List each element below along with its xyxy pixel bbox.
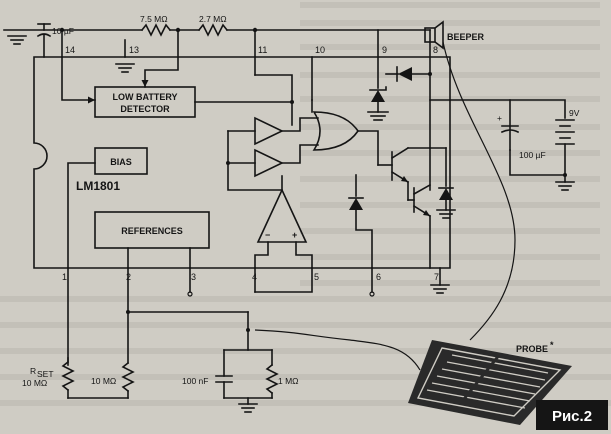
ic-outline — [33, 56, 451, 269]
cap-100uf-label: 100 µF — [519, 150, 546, 160]
beeper: BEEPER — [424, 20, 485, 50]
pin-9-label: 9 — [382, 45, 387, 55]
rset-subscript: SET — [37, 369, 54, 379]
resistor-1m-label: 1 MΩ — [278, 376, 299, 386]
output-stage: 9 8 — [348, 29, 456, 269]
pin-6-label: 6 — [376, 272, 381, 282]
or-gate — [311, 99, 379, 166]
probe-asterisk: * — [550, 340, 554, 350]
beeper-label: BEEPER — [447, 32, 485, 42]
low-battery-detector-block: LOW BATTERY DETECTOR — [61, 29, 294, 126]
pin-5-label: 5 — [314, 272, 319, 282]
bias-block: BIAS LM1801 — [67, 147, 148, 269]
chip-name: LM1801 — [76, 179, 120, 193]
pin-11-label: 11 — [258, 45, 267, 55]
references-block: REFERENCES — [94, 211, 210, 269]
battery-label: 9V — [569, 108, 580, 118]
pin-8-label: 8 — [433, 45, 438, 55]
pin-13-label: 13 — [129, 45, 139, 55]
resistor-7m5-label: 7.5 MΩ — [140, 14, 168, 24]
pin-3-label: 3 — [191, 272, 196, 282]
references-label: REFERENCES — [121, 226, 183, 236]
rset-value: 10 MΩ — [22, 378, 47, 388]
top-rail-wires: 7.5 MΩ 2.7 MΩ — [59, 14, 431, 37]
figure-badge: Рис.2 — [536, 400, 608, 430]
resistor-10m-label: 10 MΩ — [91, 376, 116, 386]
op-amp-plus: + — [292, 230, 297, 240]
cap-100uf-plus: + — [497, 113, 502, 123]
probe-sensor: PROBE * — [408, 340, 572, 425]
external-network: R SET 10 MΩ 10 MΩ 100 nF 1 MΩ — [22, 267, 450, 413]
low-battery-label-line1: LOW BATTERY — [113, 92, 178, 102]
op-amp: − + — [254, 188, 313, 269]
bias-label: BIAS — [110, 157, 132, 167]
cap-100nf-label: 100 nF — [182, 376, 208, 386]
low-battery-label-line2: DETECTOR — [120, 104, 170, 114]
pin-14-label: 14 — [65, 45, 75, 55]
probe-wires — [254, 41, 516, 371]
figure-label: Рис.2 — [552, 408, 592, 425]
buffer-gates — [226, 116, 319, 178]
comparator-feedback — [227, 162, 283, 191]
top-pins: 14 13 11 10 — [61, 29, 325, 101]
rset-symbol: R — [30, 366, 36, 376]
op-amp-minus: − — [265, 230, 270, 240]
battery-and-capacitor: + 100 µF 9V — [429, 99, 580, 191]
pin-1-label: 1 — [62, 272, 67, 282]
pin-7-label: 7 — [434, 272, 439, 282]
pin-10-label: 10 — [315, 45, 325, 55]
ground-symbol-left — [3, 29, 63, 45]
probe-label: PROBE — [516, 344, 548, 354]
resistor-2m7-label: 2.7 MΩ — [199, 14, 227, 24]
